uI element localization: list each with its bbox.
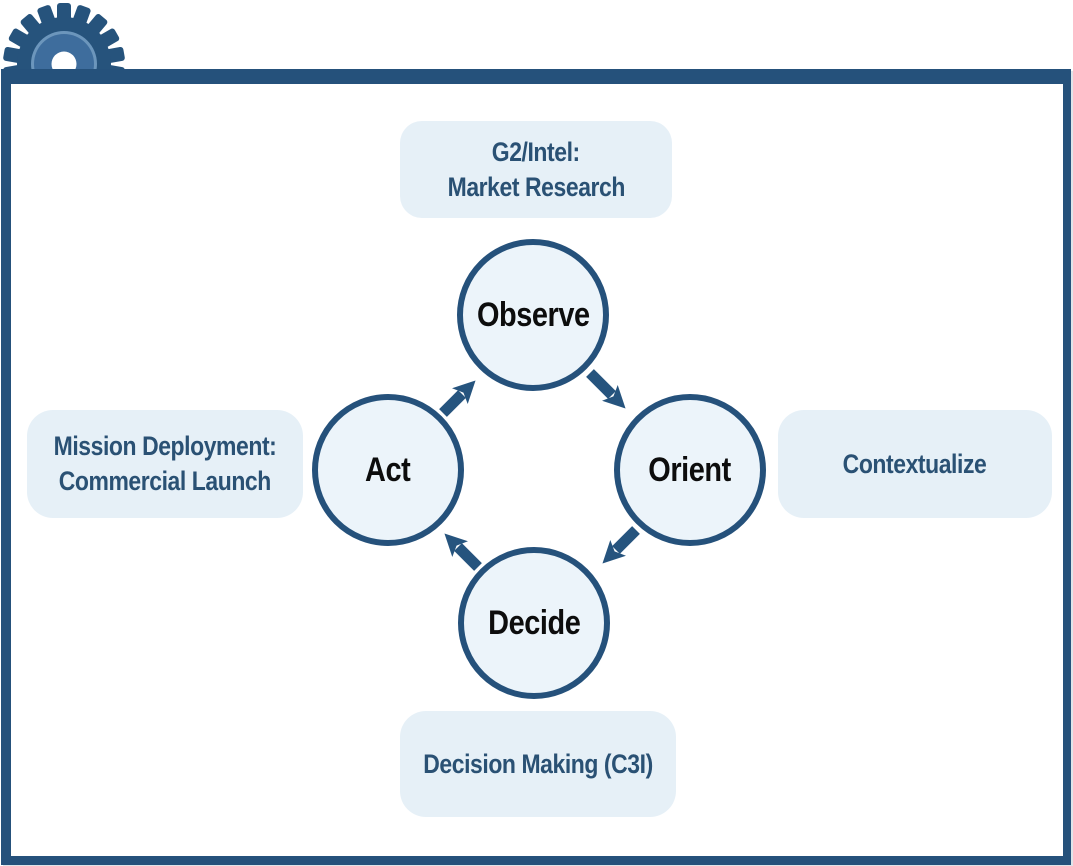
node-orient: Orient [614, 394, 766, 546]
callout-decision-making: Decision Making (C3I) [400, 711, 676, 817]
callout-mission-deployment: Mission Deployment: Commercial Launch [27, 410, 303, 518]
callout-market-research: G2/Intel: Market Research [400, 121, 672, 218]
callout-top-line1: G2/Intel: [491, 136, 580, 167]
node-decide-label: Decide [487, 603, 581, 642]
node-act-label: Act [365, 450, 411, 489]
callout-left-line1: Mission Deployment: [53, 431, 277, 462]
node-orient-label: Orient [648, 450, 732, 489]
frame-border [1, 69, 1071, 865]
callout-right-line1: Contextualize [843, 448, 987, 479]
callout-top-line2: Market Research [447, 171, 625, 202]
callout-left-line2: Commercial Launch [58, 466, 272, 496]
callout-bottom-line1: Decision Making (C3I) [423, 748, 653, 779]
callout-contextualize: Contextualize [778, 410, 1052, 518]
node-decide: Decide [458, 547, 610, 699]
node-act: Act [312, 394, 464, 546]
node-observe-label: Observe [476, 295, 590, 334]
node-observe: Observe [457, 239, 609, 391]
